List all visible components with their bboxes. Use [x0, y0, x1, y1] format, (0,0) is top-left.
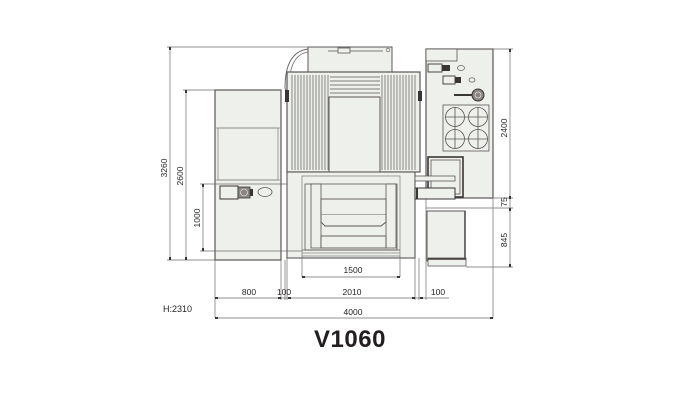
dim-overall-depth: 3260: [159, 158, 169, 177]
dim-control-panel-depth: 1000: [192, 208, 202, 227]
control-panel: [219, 185, 273, 200]
machine-body: [284, 46, 422, 259]
dim-left-cabinet-depth: 2600: [175, 166, 185, 185]
dim-overall-width: 4000: [344, 307, 363, 317]
electrical-cabinet: [214, 89, 282, 261]
tool-magazine-unit: [414, 48, 494, 200]
dimension-lines: [167, 46, 513, 319]
dim-right-unit-depth: 2400: [499, 118, 509, 137]
dim-left-gap: 100: [277, 287, 291, 297]
dim-right-lower-depth: 845: [499, 233, 509, 247]
chip-conveyor: [426, 210, 467, 267]
dim-right-gap: 75: [499, 197, 509, 207]
dim-left-width: 800: [242, 287, 256, 297]
model-title: V1060: [314, 326, 386, 353]
dim-right-gap-width: 100: [431, 287, 445, 297]
dim-table-width: 1500: [344, 265, 363, 275]
dimension-ticks: [169, 47, 511, 319]
dim-machine-width: 2010: [343, 287, 362, 297]
height-label: H:2310: [163, 304, 193, 314]
